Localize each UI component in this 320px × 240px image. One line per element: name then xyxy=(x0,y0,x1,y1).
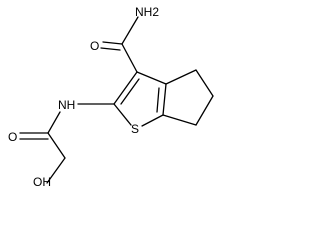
bond-c6-c6a xyxy=(162,114,197,126)
bond-ch2-oh xyxy=(46,157,66,184)
bond-c2-c3-a xyxy=(113,71,138,105)
bond-c3a-c6a-a xyxy=(162,83,167,116)
bond-c3a-c6a-b xyxy=(156,87,160,113)
bond-c3-camide xyxy=(121,43,138,73)
atom-label-amide-o: O xyxy=(90,39,99,53)
bond-s-c2 xyxy=(113,103,132,126)
atom-label-sulfur: S xyxy=(131,122,139,136)
bond-c6a-s xyxy=(141,114,164,127)
bond-c2-c3-b xyxy=(120,78,140,105)
bond-c5-c6 xyxy=(195,95,214,126)
bond-c3-c3a xyxy=(136,71,167,85)
structure-diagram: NH2 O NH O OH S xyxy=(8,5,214,186)
atom-label-nh: NH xyxy=(58,98,75,112)
bond-nh-cacyl xyxy=(47,111,61,134)
bond-camide-o-a xyxy=(102,41,123,45)
atom-label-nh2: NH2 xyxy=(135,5,159,19)
bond-camide-o-b xyxy=(100,47,121,51)
bond-c3a-c4 xyxy=(165,69,197,85)
bond-camide-n xyxy=(121,16,139,45)
bond-cacyl-ch2 xyxy=(47,132,66,159)
molecule-drawing: NH2 O NH O OH S xyxy=(8,5,214,186)
atom-label-hydroxyl: OH xyxy=(33,175,51,186)
atom-label-carbonyl-o: O xyxy=(8,130,17,144)
bond-c4-c5 xyxy=(195,69,214,97)
